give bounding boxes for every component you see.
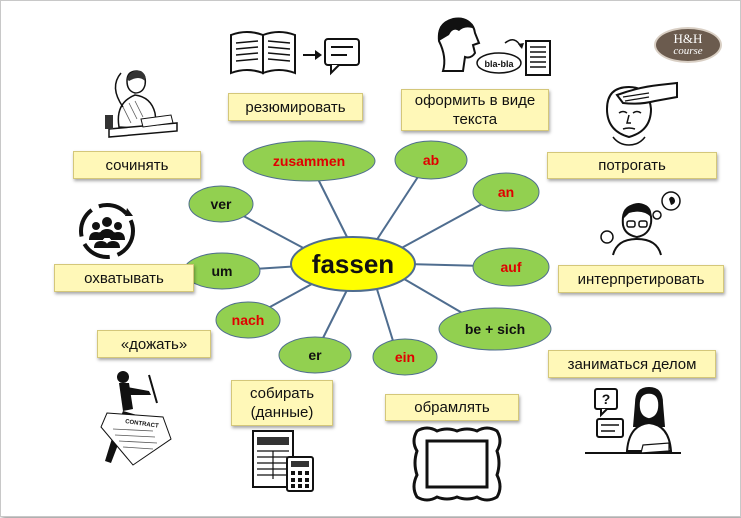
writer-at-desk-icon [105, 70, 178, 138]
contract-text: CONTRACT [125, 419, 160, 430]
prefix-node-zusammen: zusammen [242, 140, 376, 182]
prefix-node-auf: auf [472, 247, 550, 287]
center-node: fassen [290, 236, 416, 292]
prefix-label: um [212, 263, 233, 279]
documents-calculator-icon [252, 430, 314, 492]
label-obramlyat: обрамлять [385, 394, 519, 421]
picture-frame-icon [412, 426, 502, 502]
label-rezyumirovat: резюмировать [228, 93, 363, 121]
prefix-label: nach [232, 312, 265, 328]
prefix-label: an [498, 184, 514, 200]
prefix-node-be-sich: be + sich [438, 307, 552, 351]
person-working-icon: ? [585, 387, 681, 454]
center-label: fassen [312, 249, 394, 279]
group-icon [79, 203, 135, 259]
logo-line1: H&H [673, 31, 703, 46]
svg-text:?: ? [602, 391, 611, 407]
prefix-node-um: um [183, 252, 261, 290]
prefix-node-ein: ein [372, 338, 438, 376]
label-sochinyat: сочинять [73, 151, 201, 179]
label-zanimatsya: заниматься делом [548, 350, 716, 378]
thinking-person-icon [600, 191, 681, 256]
prefix-label: ein [395, 349, 415, 365]
contract-icon: CONTRACT [100, 371, 172, 466]
label-okhvatyvat: охватывать [54, 264, 194, 292]
touching-face-icon [605, 81, 678, 146]
prefix-node-er: er [278, 336, 352, 374]
prefix-label: ver [210, 196, 232, 212]
prefix-label: er [308, 347, 322, 363]
label-dozhat: «дожать» [97, 330, 211, 358]
logo-line2: course [673, 45, 703, 57]
prefix-label: auf [501, 259, 522, 275]
hh-course-logo: H&H course [654, 27, 722, 63]
label-sobirat: собирать (данные) [231, 380, 333, 426]
prefix-node-an: an [472, 172, 540, 212]
prefix-label: be + sich [465, 321, 525, 337]
prefix-node-ver: ver [188, 185, 254, 223]
prefix-label: ab [423, 152, 439, 168]
prefix-node-ab: ab [394, 140, 468, 180]
book-to-summary-icon [230, 31, 360, 76]
speech-text: bla-bla [484, 59, 514, 69]
prefix-node-nach: nach [215, 301, 281, 339]
prefix-label: zusammen [273, 153, 345, 169]
speaking-head-icon: bla-bla [437, 17, 551, 76]
label-oformit: оформить в виде текста [401, 89, 549, 131]
label-potrogat: потрогать [547, 152, 717, 179]
label-interpretirovat: интерпретировать [558, 265, 724, 293]
